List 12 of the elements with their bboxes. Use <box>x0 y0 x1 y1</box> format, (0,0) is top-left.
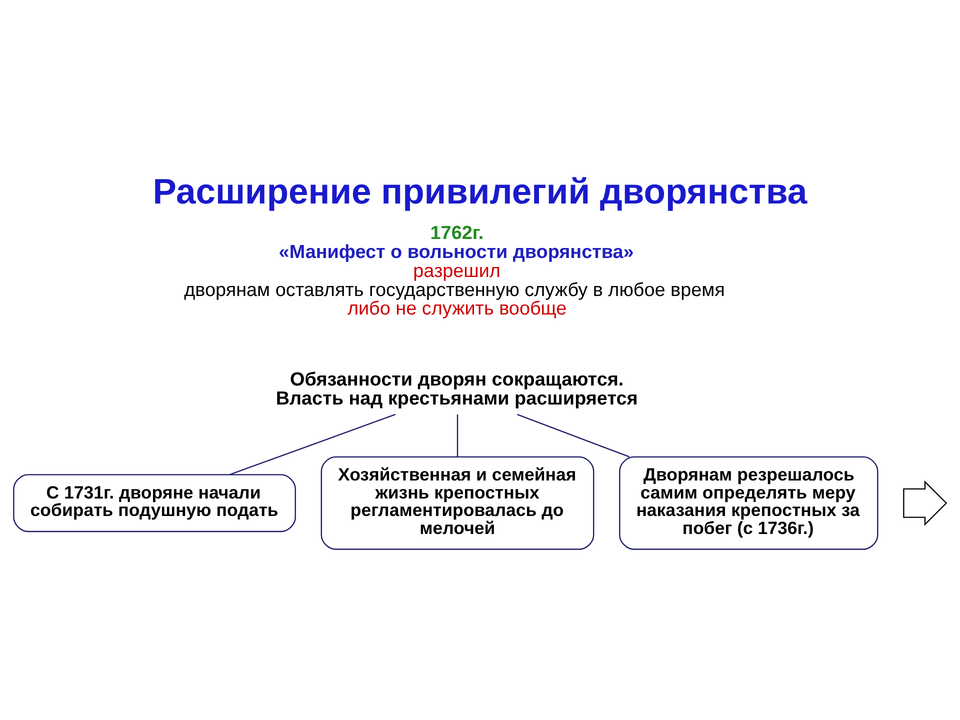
label: «Манифест о вольности дворянства» <box>278 241 634 262</box>
node-box: С 1731г. дворяне начали собирать подушную подать <box>13 474 296 532</box>
node-text: Обязанности дворян сокращаются. Власть над крестьянами расширяется <box>276 369 638 410</box>
node-box: Хозяйственная и семейная жизнь крепостных регламентировалась до мелочей <box>320 456 594 550</box>
connector <box>230 413 396 475</box>
node-box: Дворянам резрешалось самим определять меру наказания крепостных за побег (с 1736г.) <box>619 456 878 550</box>
node-triangle <box>903 480 948 526</box>
connector <box>517 413 630 457</box>
label: 1762г. <box>430 222 484 244</box>
connector <box>456 414 458 456</box>
label: разрешил <box>413 260 500 282</box>
diagram-title: Расширение привилегий дворянства <box>152 171 808 212</box>
